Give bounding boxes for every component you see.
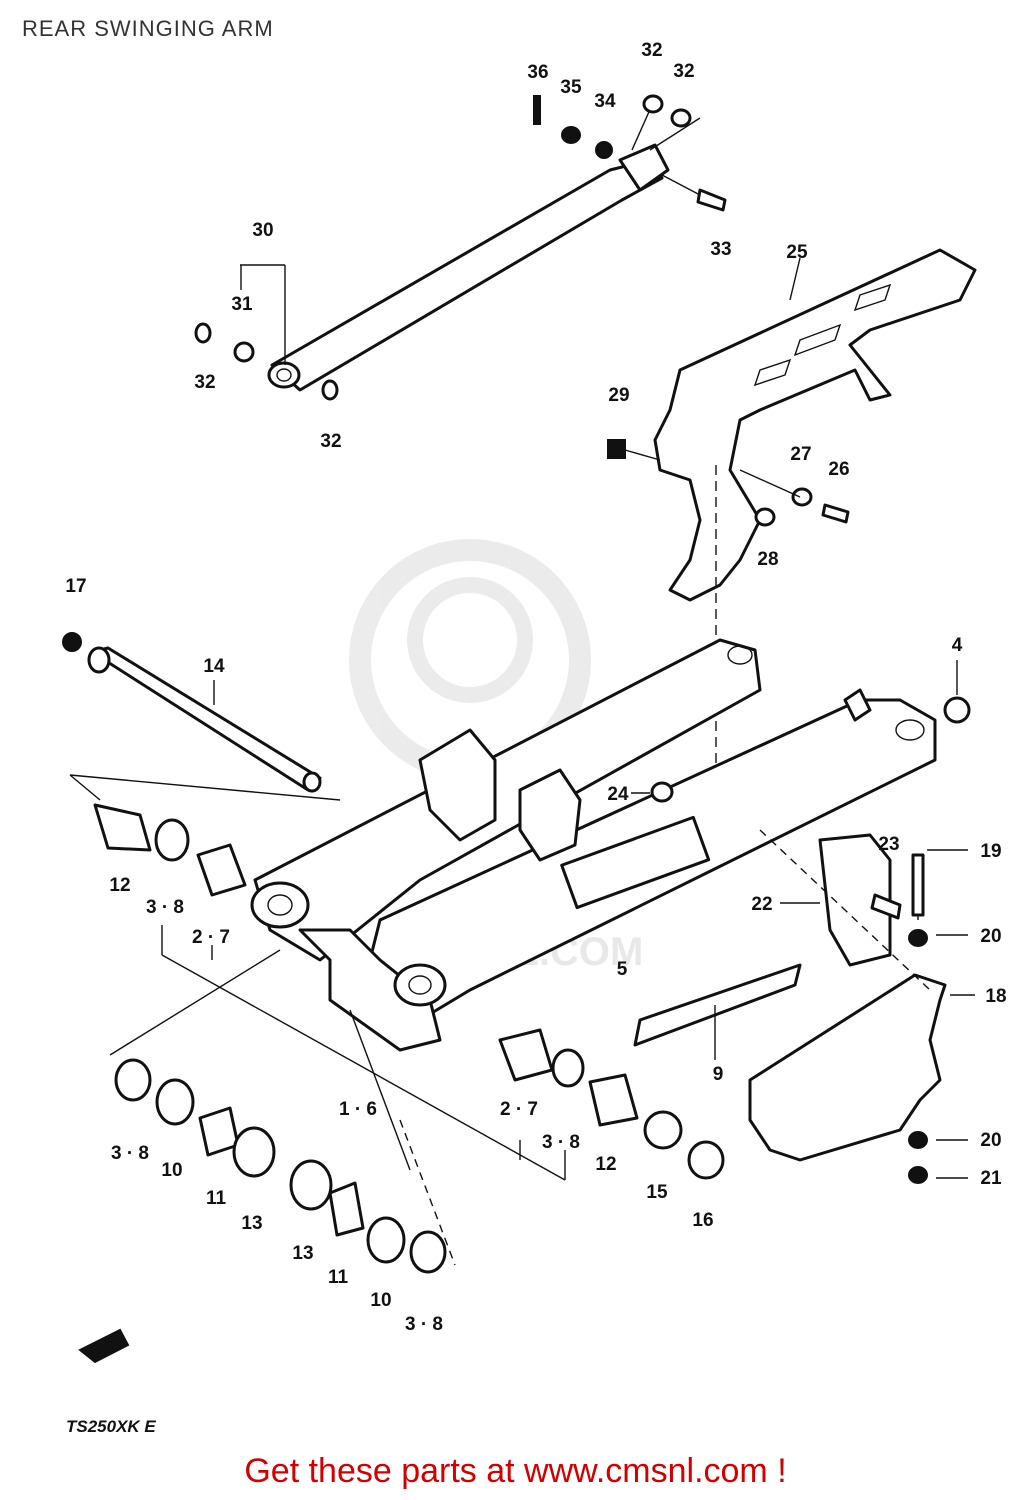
- bolt-26[interactable]: [821, 503, 850, 524]
- callouts: 36 35 34 32 32 33 30 31 32 32 25 29 27 2…: [65, 40, 1006, 1436]
- callout-20: 20: [980, 1130, 1001, 1151]
- callout-19: 19: [980, 841, 1001, 862]
- callout-3-8: 3 · 8: [405, 1314, 443, 1335]
- washer-10-right[interactable]: [366, 1216, 406, 1264]
- callout-11: 11: [206, 1188, 227, 1209]
- nut-15[interactable]: [643, 1110, 683, 1150]
- spacer-13-right[interactable]: [289, 1159, 333, 1211]
- washer-27[interactable]: [791, 487, 813, 507]
- callout-13: 13: [241, 1213, 262, 1234]
- bearing-2-7-left[interactable]: [196, 843, 247, 897]
- callout-35: 35: [560, 77, 582, 98]
- seal-3-8-left-top[interactable]: [154, 818, 190, 862]
- chain-case[interactable]: [653, 248, 977, 602]
- callout-26: 26: [828, 459, 849, 480]
- callout-16: 16: [692, 1210, 713, 1231]
- seal-3-8-bottom[interactable]: [409, 1230, 447, 1274]
- callout-11: 11: [328, 1267, 349, 1288]
- callout-24: 24: [607, 784, 629, 805]
- bush-12-left[interactable]: [93, 803, 152, 852]
- bush-12-right[interactable]: [588, 1073, 639, 1127]
- callout-25: 25: [786, 242, 808, 263]
- front-arrow-icon: [78, 1328, 130, 1364]
- torque-rod[interactable]: [267, 143, 670, 392]
- callout-4: 4: [952, 635, 963, 656]
- callout-29: 29: [608, 385, 629, 406]
- callout-1-6: 1 · 6: [339, 1099, 377, 1120]
- chain-buffer-bracket[interactable]: [748, 833, 947, 1162]
- spacer-13-left[interactable]: [232, 1126, 276, 1178]
- callout-27: 27: [790, 444, 811, 465]
- callout-33: 33: [710, 239, 731, 260]
- nut-35[interactable]: [561, 126, 581, 144]
- callout-20: 20: [980, 926, 1001, 947]
- callout-22: 22: [751, 894, 772, 915]
- nut-21[interactable]: [908, 1166, 928, 1184]
- bolt-23[interactable]: [870, 893, 902, 920]
- collar-11-right[interactable]: [328, 1181, 365, 1237]
- nut-4[interactable]: [943, 696, 971, 724]
- callout-14: 14: [203, 656, 225, 677]
- callout-32: 32: [194, 372, 215, 393]
- callout-21: 21: [980, 1168, 1002, 1189]
- swingarm-body[interactable]: [250, 638, 937, 1052]
- emblem-9[interactable]: [633, 963, 802, 1047]
- callout-23: 23: [878, 834, 899, 855]
- callout-2-7: 2 · 7: [500, 1099, 538, 1120]
- callout-13: 13: [292, 1243, 313, 1264]
- callout-10: 10: [370, 1290, 391, 1311]
- nut-31[interactable]: [233, 341, 255, 363]
- callout-31: 31: [231, 294, 253, 315]
- washer-32-right[interactable]: [670, 108, 692, 128]
- callout-10: 10: [161, 1160, 182, 1181]
- callout-15: 15: [646, 1182, 668, 1203]
- callout-18: 18: [985, 986, 1006, 1007]
- cap-16[interactable]: [687, 1140, 725, 1180]
- washer-32-left[interactable]: [194, 322, 212, 344]
- washer-20-top[interactable]: [908, 929, 928, 947]
- callout-2-7: 2 · 7: [192, 927, 230, 948]
- nut-24[interactable]: [650, 781, 674, 803]
- callout-36: 36: [527, 62, 548, 83]
- nut-17[interactable]: [62, 632, 82, 652]
- callout-3-8: 3 · 8: [146, 897, 184, 918]
- callout-5: 5: [617, 959, 628, 980]
- callout-3-8: 3 · 8: [542, 1132, 580, 1153]
- callout-34: 34: [594, 91, 616, 112]
- callout-12: 12: [595, 1154, 616, 1175]
- washer-20-bottom[interactable]: [908, 1131, 928, 1149]
- callout-32: 32: [673, 61, 694, 82]
- seal-3-8-lower[interactable]: [114, 1058, 152, 1102]
- callout-28: 28: [757, 549, 778, 570]
- collar-11-left[interactable]: [198, 1106, 240, 1157]
- callout-9: 9: [713, 1064, 724, 1085]
- model-code: TS250XK E: [66, 1417, 156, 1436]
- callout-12: 12: [109, 875, 130, 896]
- callout-32: 32: [320, 431, 341, 452]
- page-title: REAR SWINGING ARM: [22, 16, 274, 41]
- bolt-33[interactable]: [696, 188, 727, 212]
- bolt-36[interactable]: [533, 95, 541, 125]
- bearing-2-7-right[interactable]: [498, 1028, 554, 1082]
- leader-lines: [240, 257, 975, 1179]
- collar-28[interactable]: [754, 507, 776, 527]
- callout-3-8: 3 · 8: [111, 1143, 149, 1164]
- seal-3-8-right[interactable]: [551, 1048, 585, 1088]
- callout-30: 30: [252, 220, 273, 241]
- washer-32-bottom[interactable]: [321, 379, 339, 401]
- bolt-29[interactable]: [607, 439, 626, 459]
- promo-link[interactable]: Get these parts at www.cmsnl.com !: [244, 1452, 787, 1490]
- washer-34[interactable]: [595, 141, 613, 159]
- pivot-shaft[interactable]: [87, 646, 322, 793]
- washer-10-left[interactable]: [155, 1078, 195, 1126]
- washer-32-top[interactable]: [642, 94, 664, 114]
- callout-17: 17: [65, 576, 86, 597]
- callout-32: 32: [641, 40, 662, 61]
- bolt-19[interactable]: [911, 853, 925, 917]
